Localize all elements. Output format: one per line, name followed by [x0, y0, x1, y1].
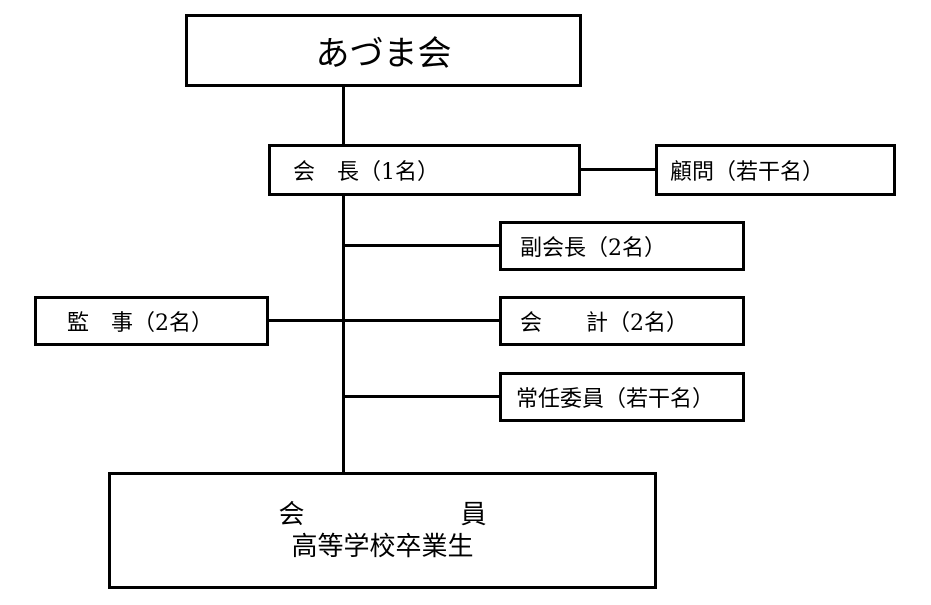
advisor-box: 顧問（若干名）	[655, 144, 896, 196]
members-title: 会 員	[278, 499, 487, 530]
connector-president-members	[342, 196, 345, 472]
connector-standing-committee	[342, 395, 499, 398]
accountant-label: 会 計（2名）	[520, 311, 688, 336]
vice-president-box: 副会長（2名）	[499, 221, 745, 271]
vice-president-label: 副会長（2名）	[520, 236, 666, 261]
auditor-label: 監 事（2名）	[67, 311, 213, 336]
president-box: 会 長（1名）	[268, 144, 581, 196]
accountant-box: 会 計（2名）	[499, 296, 745, 346]
connector-auditor-accountant	[269, 319, 499, 322]
president-label: 会 長（1名）	[293, 160, 439, 185]
connector-vice-president	[342, 244, 499, 247]
auditor-box: 監 事（2名）	[34, 296, 269, 346]
connector-org-president	[342, 87, 345, 144]
organization-label: あづま会	[315, 34, 452, 74]
connector-president-advisor	[581, 168, 655, 171]
members-description: 高等学校卒業生	[291, 531, 474, 562]
standing-committee-label: 常任委員（若干名）	[516, 387, 715, 412]
organization-box: あづま会	[185, 14, 582, 87]
advisor-label: 顧問（若干名）	[670, 160, 825, 185]
standing-committee-box: 常任委員（若干名）	[499, 372, 745, 422]
members-box: 会 員 高等学校卒業生	[108, 472, 657, 589]
